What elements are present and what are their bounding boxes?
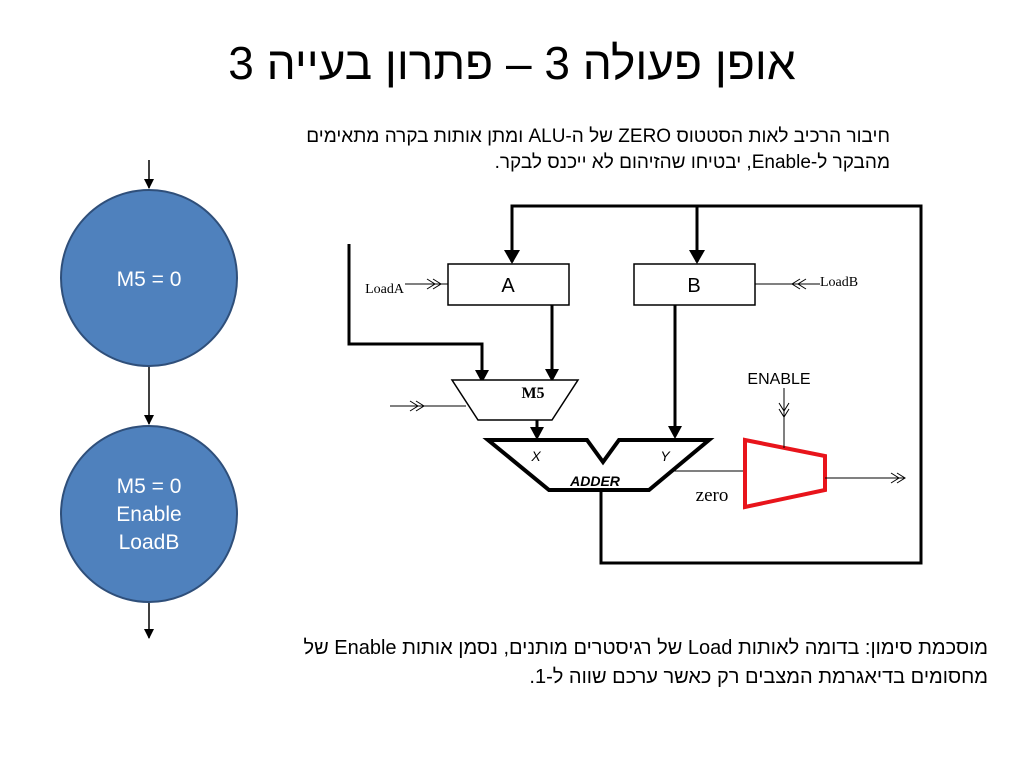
state-diagram: M5 = 0 M5 = 0 Enable LoadB [60,160,238,639]
load-b-chevrons [791,278,807,290]
adder-label: ADDER [569,473,621,489]
output-chevrons [890,472,906,484]
bottom-note-line-1: מוסכמת סימון: בדומה לאותות Load של רגיסט… [303,637,989,659]
bottom-note-line-2: מחסומים בדיאגרמת המצבים רק כאשר ערכם שוו… [529,666,988,688]
adder-x-label: X [530,448,541,464]
top-note: חיבור הרכיב לאות הסטטוס ZERO של ה-ALU ומ… [120,124,890,176]
datapath-circuit [347,204,923,565]
register-a-label: A [501,275,515,297]
adder[interactable] [482,438,715,492]
external-input-wire [347,244,484,381]
enable-label: ENABLE [747,371,810,388]
state-circle-1[interactable] [60,189,238,367]
arrow-into-a [504,250,520,264]
arrow-into-adder-x [530,427,544,440]
zero-label: zero [696,485,729,506]
load-b-label: LoadB [820,275,858,290]
barrier[interactable] [743,437,827,510]
mux-label: M5 [521,385,544,402]
state-2-line-1: M5 = 0 [117,475,182,498]
multiplexer-m5[interactable] [450,379,580,421]
register-b[interactable] [633,263,756,306]
mux-select-chevrons [409,400,425,412]
bottom-note: מוסכמת סימון: בדומה לאותות Load של רגיסט… [120,634,989,692]
arrow-into-mux-left [475,370,489,383]
circuit-labels: A B LoadA LoadB M5 X Y ADDER ENABLE zero [365,275,858,506]
slide-title: אופן פעולה 3 – פתרון בעייה 3 [228,37,796,89]
load-a-chevrons [426,278,442,290]
register-b-label: B [687,275,700,297]
arrow-into-adder-y [668,426,682,439]
top-note-line-1: חיבור הרכיב לאות הסטטוס ZERO של ה-ALU ומ… [306,126,890,147]
feedback-bus [510,204,923,565]
adder-y-label: Y [660,448,671,464]
state-1-label: M5 = 0 [117,268,182,291]
state-2-line-2: Enable [116,503,181,526]
arrow-into-mux-right [545,369,559,382]
top-note-line-2: מהבקר ל-Enable, יבטיחו שהזיהום לא ייכנס … [494,152,890,173]
enable-chevrons [778,402,790,418]
state-2-line-3: LoadB [119,531,180,554]
state-circle-2[interactable] [60,425,238,603]
arrow-into-b [689,250,705,264]
load-a-label: LoadA [365,282,405,297]
